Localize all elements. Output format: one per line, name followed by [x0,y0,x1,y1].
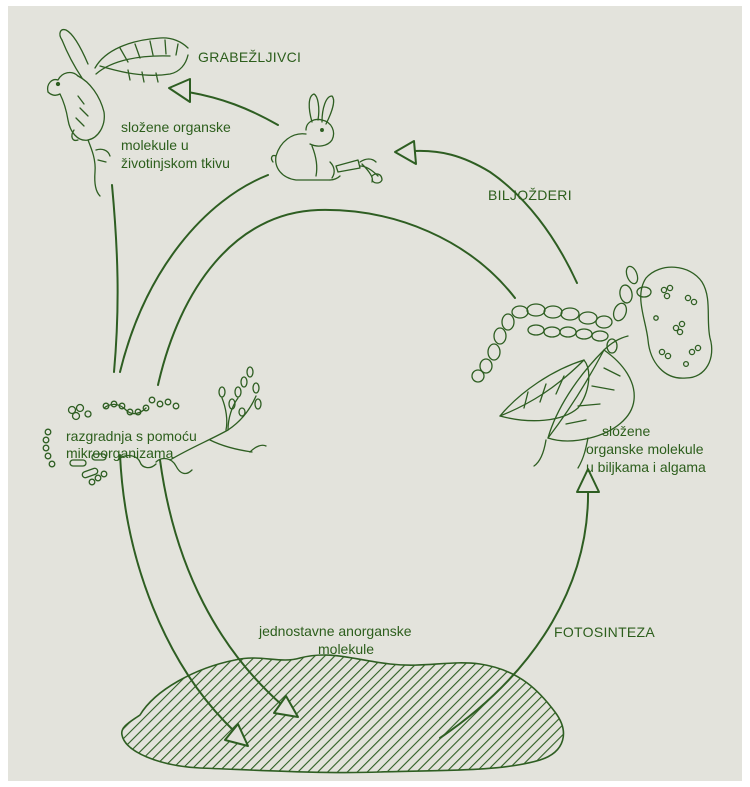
inorganic-label-line-1: jednostavne anorganske [258,623,412,639]
decomposition-label-line-1: razgradnja s pomoću [66,428,197,444]
inorganic-label-line-2: molekule [318,641,374,657]
herbivores-label: BILJOŽDERI [488,187,572,203]
predators-label: GRABEŽLJIVCI [198,49,301,65]
plant-molecules-label-line-3: u biljkama i algama [586,459,706,475]
animal-tissue-label-line-2: molekule u [121,137,189,153]
plant-molecules-label-line-2: organske molekule [586,441,704,457]
photosynthesis-label: FOTOSINTEZA [554,624,655,640]
plant-molecules-label-line-1: složene [602,423,650,439]
decomposition-label-line-2: mikroorganizama [66,445,174,461]
animal-tissue-label-line-3: životinjskom tkivu [121,155,230,171]
animal-tissue-label-line-1: složene organske [121,119,231,135]
